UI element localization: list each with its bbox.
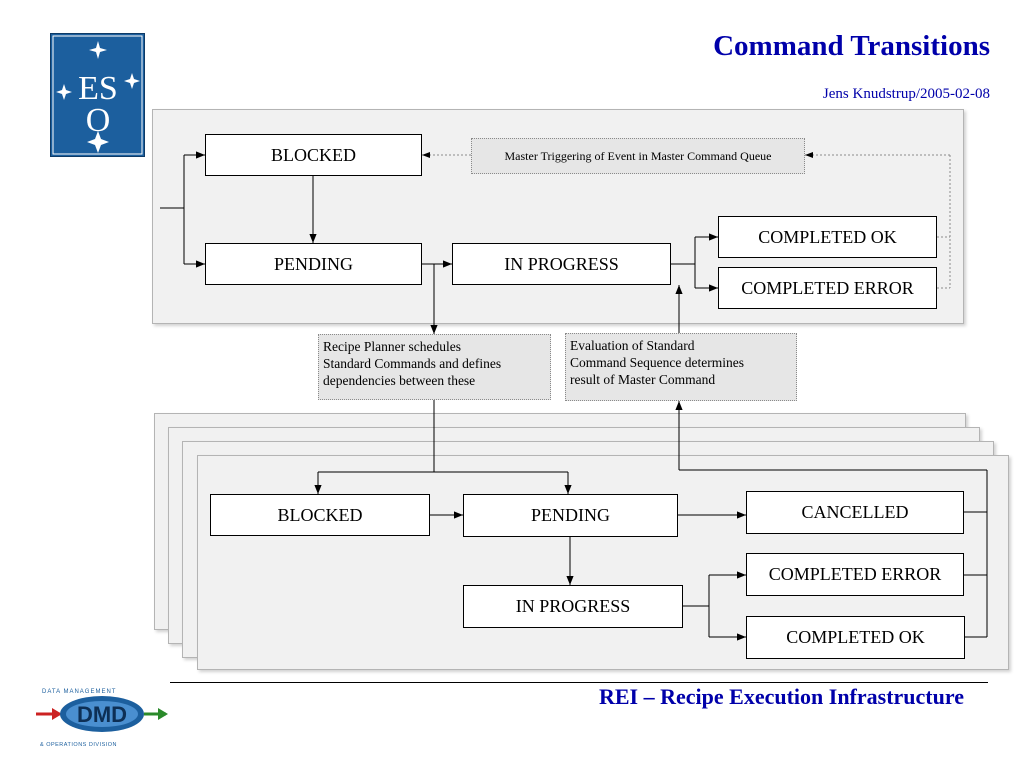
master-state-pending: PENDING: [205, 243, 422, 285]
evaluation-note-line-2: Command Sequence determines: [570, 355, 744, 370]
evaluation-note-line-3: result of Master Command: [570, 372, 716, 387]
dmd-logo: DATA MANAGEMENT DMD & OPERATIONS DIVISIO…: [36, 689, 168, 748]
master-state-in-progress: IN PROGRESS: [452, 243, 671, 285]
page-title: Command Transitions: [713, 30, 990, 62]
master-trigger-note: Master Triggering of Event in Master Com…: [471, 138, 805, 174]
planner-note: Recipe Planner schedules Standard Comman…: [318, 334, 551, 400]
dmd-logo-top-text: DATA MANAGEMENT: [42, 689, 116, 695]
eso-logo-text-top: ES: [78, 70, 118, 107]
standard-state-completed-ok: COMPLETED OK: [746, 616, 965, 659]
master-trigger-note-text: Master Triggering of Event in Master Com…: [504, 148, 772, 163]
planner-note-line-1: Recipe Planner schedules: [323, 339, 461, 354]
planner-note-line-3: dependencies between these: [323, 373, 476, 388]
footer-divider: [170, 682, 988, 683]
eso-logo: ES O: [50, 33, 145, 157]
standard-state-cancelled: CANCELLED: [746, 491, 964, 534]
master-state-completed-ok: COMPLETED OK: [718, 216, 937, 258]
footer-title: REI – Recipe Execution Infrastructure: [599, 684, 964, 709]
standard-state-pending: PENDING: [463, 494, 678, 537]
standard-state-in-progress: IN PROGRESS: [463, 585, 683, 628]
master-state-blocked: BLOCKED: [205, 134, 422, 176]
eso-logo-text-bottom: O: [86, 102, 111, 139]
evaluation-note: Evaluation of Standard Command Sequence …: [565, 333, 797, 401]
dmd-logo-bottom-text: & OPERATIONS DIVISION: [40, 742, 117, 748]
planner-note-line-2: Standard Commands and defines: [323, 356, 502, 371]
master-state-completed-error: COMPLETED ERROR: [718, 267, 937, 309]
author-date: Jens Knudstrup/2005-02-08: [822, 86, 990, 102]
dmd-logo-mark: DMD: [77, 702, 127, 727]
standard-state-completed-error: COMPLETED ERROR: [746, 553, 964, 596]
evaluation-note-line-1: Evaluation of Standard: [570, 338, 695, 353]
standard-state-blocked: BLOCKED: [210, 494, 430, 536]
